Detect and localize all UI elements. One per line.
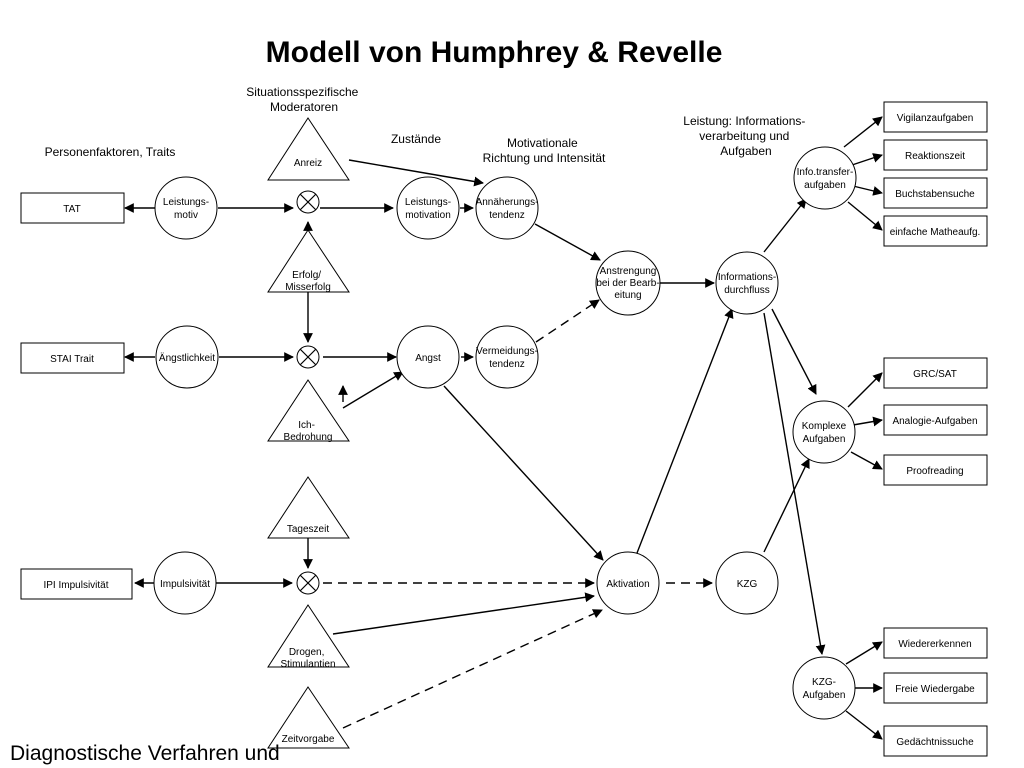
header-states: Zustände bbox=[391, 132, 441, 146]
header-moderators: Situationsspezifische Moderatoren bbox=[246, 85, 361, 114]
edge-kzg-komplex bbox=[763, 458, 810, 553]
edge-infofluss-komplex bbox=[771, 308, 817, 395]
node-infotransfer-aufgaben: Info.transfer-aufgaben bbox=[793, 146, 857, 210]
svg-text:Reaktionszeit: Reaktionszeit bbox=[905, 151, 965, 162]
node-vermeidungstendenz: Vermeidungs-tendenz bbox=[475, 325, 539, 389]
header-person-factors: Personenfaktoren, Traits bbox=[45, 145, 176, 159]
node-annaeherungstendenz: Annäherungs-tendenz bbox=[475, 176, 539, 240]
edge-angst-aktivation bbox=[443, 385, 604, 561]
page-title: Modell von Humphrey & Revelle bbox=[266, 36, 723, 69]
edge-infotransfer-reaktion bbox=[851, 153, 883, 166]
edge-aktivation-infofluss bbox=[636, 308, 734, 554]
edge-infotransfer-mathe bbox=[847, 201, 883, 231]
svg-text:IPI Impulsivität: IPI Impulsivität bbox=[43, 580, 108, 591]
node-impulsivitaet: Impulsivität bbox=[153, 551, 217, 615]
svg-text:Erfolg/ Misserfolg: Erfolg/ Misserfolg bbox=[285, 270, 331, 293]
svg-text:Wiedererkennen: Wiedererkennen bbox=[898, 639, 971, 650]
svg-text:Aktivation: Aktivation bbox=[606, 579, 649, 590]
node-informationsdurchfluss: Informations-durchfluss bbox=[715, 251, 779, 315]
edge-kzgaufgaben-wiedererkennen bbox=[845, 641, 883, 665]
node-angst: Angst bbox=[396, 325, 460, 389]
svg-text:einfache Matheaufg.: einfache Matheaufg. bbox=[890, 227, 981, 238]
box-vigilanzaufgaben: Vigilanzaufgaben bbox=[883, 101, 988, 133]
svg-text:Annäherungs-tendenz: Annäherungs-tendenz bbox=[476, 197, 539, 221]
svg-text:TAT: TAT bbox=[63, 204, 80, 215]
edge-komplex-grc bbox=[847, 372, 883, 408]
box-reaktionszeit: Reaktionszeit bbox=[883, 139, 988, 171]
node-kzg: KZG bbox=[715, 551, 779, 615]
svg-text:Proofreading: Proofreading bbox=[906, 466, 963, 477]
triangle-anreiz: Anreiz bbox=[267, 117, 350, 181]
edge-infofluss-infotransfer bbox=[763, 198, 807, 253]
node-aengstlichkeit: Ängstlichkeit bbox=[155, 325, 219, 389]
svg-text:Ich- Bedrohung: Ich- Bedrohung bbox=[284, 420, 333, 443]
svg-text:Ängstlichkeit: Ängstlichkeit bbox=[159, 352, 215, 364]
box-ipi-impulsivitaet: IPI Impulsivität bbox=[20, 568, 133, 600]
svg-text:KZG-Aufgaben: KZG-Aufgaben bbox=[803, 677, 846, 701]
svg-text:Zeitvorgabe: Zeitvorgabe bbox=[282, 734, 335, 745]
svg-text:Informations-durchfluss: Informations-durchfluss bbox=[718, 272, 776, 296]
node-kzg-aufgaben: KZG-Aufgaben bbox=[792, 656, 856, 720]
multiply-node-1 bbox=[296, 190, 320, 214]
edge-komplex-analogie bbox=[852, 416, 883, 427]
footer-text: Diagnostische Verfahren und bbox=[10, 742, 280, 765]
box-stai-trait: STAI Trait bbox=[20, 342, 125, 374]
svg-text:Leistungs-motivation: Leistungs-motivation bbox=[405, 197, 451, 221]
box-grc-sat: GRC/SAT bbox=[883, 357, 988, 389]
multiply-node-3 bbox=[296, 571, 320, 595]
box-einfache-matheaufgaben: einfache Matheaufg. bbox=[883, 215, 988, 247]
svg-text:Anreiz: Anreiz bbox=[294, 158, 322, 169]
svg-text:GRC/SAT: GRC/SAT bbox=[913, 369, 957, 380]
svg-text:Gedächtnissuche: Gedächtnissuche bbox=[896, 737, 974, 748]
edge-infofluss-kzgaufgaben bbox=[763, 312, 826, 655]
edge-drogen-aktivation bbox=[332, 592, 595, 635]
triangle-tageszeit: Tageszeit bbox=[267, 476, 350, 539]
edge-infotransfer-vigilanz bbox=[843, 116, 883, 148]
triangle-erfolg-misserfolg: Erfolg/ Misserfolg bbox=[267, 229, 350, 293]
triangle-ich-bedrohung: Ich- Bedrohung bbox=[267, 379, 350, 443]
box-analogie-aufgaben: Analogie-Aufgaben bbox=[883, 404, 988, 436]
edge-kzgaufgaben-gedaechtnis bbox=[845, 710, 883, 740]
triangle-drogen: Drogen, Stimulantien bbox=[267, 604, 350, 670]
box-buchstabensuche: Buchstabensuche bbox=[883, 177, 988, 209]
node-aktivation: Aktivation bbox=[596, 551, 660, 615]
svg-text:STAI Trait: STAI Trait bbox=[50, 354, 94, 365]
svg-text:Drogen, Stimulantien: Drogen, Stimulantien bbox=[280, 647, 335, 670]
svg-text:Impulsivität: Impulsivität bbox=[160, 579, 210, 590]
box-wiedererkennen: Wiedererkennen bbox=[883, 627, 988, 659]
edge-ich-angst bbox=[342, 371, 404, 409]
edge-annaeherung-anstrengung bbox=[534, 223, 601, 261]
svg-text:Analogie-Aufgaben: Analogie-Aufgaben bbox=[892, 416, 977, 427]
triangle-zeitvorgabe: Zeitvorgabe bbox=[267, 686, 350, 749]
edge-infotransfer-buchstaben bbox=[852, 185, 883, 196]
header-motivational: Motivationale Richtung und Intensität bbox=[483, 136, 606, 165]
box-gedaechtnissuche: Gedächtnissuche bbox=[883, 725, 988, 757]
node-leistungsmotivation: Leistungs-motivation bbox=[396, 176, 460, 240]
node-leistungsmotiv: Leistungs-motiv bbox=[154, 176, 218, 240]
svg-text:Buchstabensuche: Buchstabensuche bbox=[895, 189, 975, 200]
svg-text:Freie Wiedergabe: Freie Wiedergabe bbox=[895, 684, 975, 695]
edge-vermeidung-anstrengung bbox=[535, 299, 600, 343]
multiply-node-2 bbox=[296, 345, 320, 369]
svg-text:KZG: KZG bbox=[737, 579, 758, 590]
svg-text:Tageszeit: Tageszeit bbox=[287, 524, 329, 535]
box-tat: TAT bbox=[20, 192, 125, 224]
box-freie-wiedergabe: Freie Wiedergabe bbox=[883, 672, 988, 704]
svg-text:Leistungs-motiv: Leistungs-motiv bbox=[163, 197, 209, 221]
header-performance: Leistung: Informations- verarbeitung und… bbox=[683, 114, 808, 158]
edge-anreiz-annaeherung bbox=[348, 159, 484, 187]
box-proofreading: Proofreading bbox=[883, 454, 988, 486]
svg-text:Vigilanzaufgaben: Vigilanzaufgaben bbox=[897, 113, 974, 124]
edge-zeitvorgabe-aktivation bbox=[342, 609, 603, 729]
svg-text:Info.transfer-aufgaben: Info.transfer-aufgaben bbox=[797, 167, 854, 191]
edge-komplex-proof bbox=[850, 451, 883, 470]
svg-text:Angst: Angst bbox=[415, 353, 441, 364]
svg-text:Vermeidungs-tendenz: Vermeidungs-tendenz bbox=[476, 346, 538, 370]
